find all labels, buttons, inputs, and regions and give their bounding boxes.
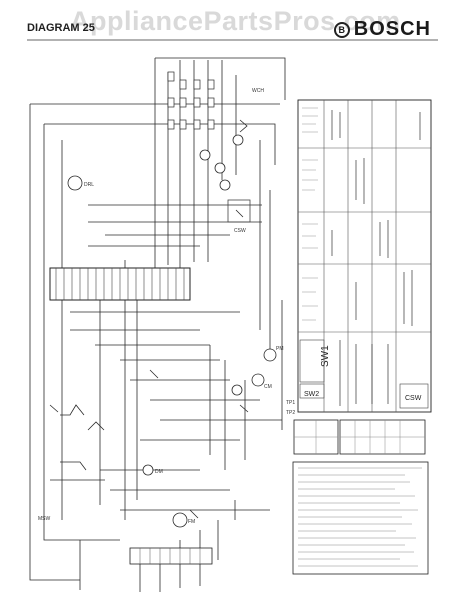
legend-box — [292, 461, 429, 575]
brand-logo: B BOSCH — [333, 18, 431, 41]
wire-color-table — [339, 419, 426, 455]
component-circles — [67, 134, 277, 528]
relay-bank — [167, 71, 215, 130]
tp2-label: TP2 — [286, 410, 295, 416]
switch-sequence-tables: SW1 SW2 CSW — [297, 99, 432, 413]
model-box — [293, 419, 339, 455]
bosch-logo-icon: B — [333, 21, 350, 38]
fm-label: FM — [188, 519, 195, 525]
tp1-label: TP1 — [286, 400, 295, 406]
msw-label: MSW — [38, 516, 51, 522]
switch-contacts — [49, 119, 251, 519]
sw1-table-label: SW1 — [320, 345, 331, 367]
brand-name: BOSCH — [353, 18, 431, 40]
sw2-table-label: SW2 — [304, 391, 319, 398]
dm-label: DM — [155, 469, 163, 475]
control-board — [49, 267, 191, 301]
diagram-title: DIAGRAM 25 — [27, 22, 95, 34]
main-wiring — [29, 57, 286, 592]
csw-component-label: CSW — [234, 228, 246, 234]
pm-label: PM — [276, 346, 284, 352]
drl-label: DRL — [84, 182, 94, 188]
csw-table-label: CSW — [405, 395, 422, 402]
harness-connector — [129, 547, 213, 565]
cm-label: CM — [264, 384, 272, 390]
wch-label: WCH — [252, 88, 264, 94]
